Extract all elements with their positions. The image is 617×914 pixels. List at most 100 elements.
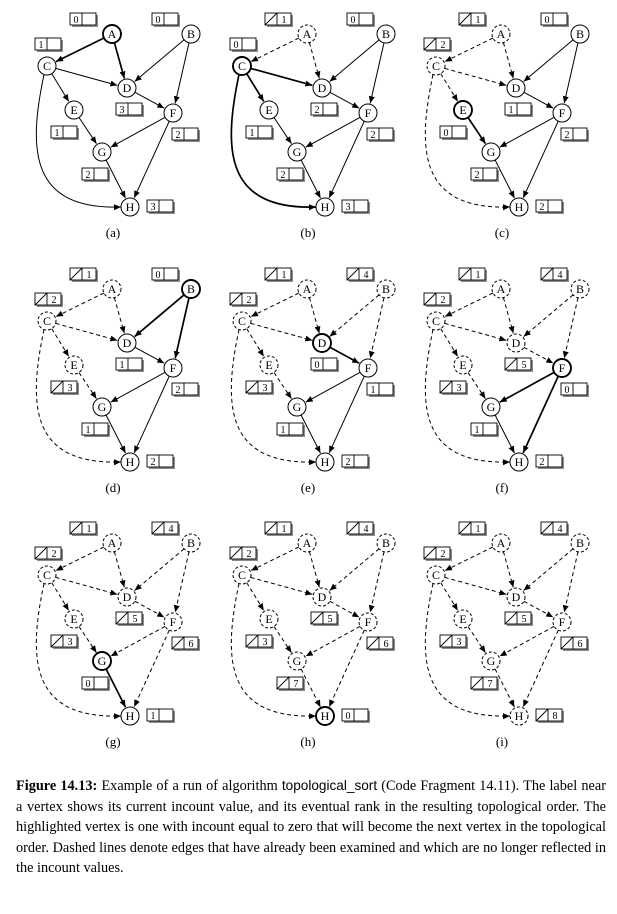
vertex-label: G	[293, 145, 302, 159]
count-box	[69, 267, 97, 281]
vertex	[37, 565, 57, 585]
edge	[502, 297, 515, 334]
edge	[368, 297, 385, 359]
rank-value: 5	[328, 614, 333, 625]
vertex-label: B	[576, 282, 584, 296]
count-box-slash	[229, 546, 243, 560]
edge	[368, 42, 385, 104]
rank-value: 2	[247, 295, 252, 306]
count-box	[146, 454, 174, 468]
count-box-slash	[264, 267, 278, 281]
incount-value: 2	[176, 130, 181, 141]
edge	[329, 346, 360, 364]
incount-value: 2	[315, 105, 320, 116]
vertex-label: C	[432, 568, 440, 582]
vertex-label: D	[123, 336, 132, 350]
vertex-label: A	[497, 536, 506, 550]
vertex-label: F	[559, 106, 566, 120]
edge	[305, 625, 361, 657]
edge	[444, 322, 507, 342]
vertex	[491, 533, 511, 553]
vertex-label: G	[293, 400, 302, 414]
vertex	[92, 651, 112, 671]
vertex-label: C	[238, 568, 246, 582]
count-box-slash	[423, 292, 437, 306]
vertex-label: C	[43, 568, 51, 582]
caption-code: topological_sort	[281, 778, 378, 793]
edge	[133, 375, 170, 454]
edge	[55, 576, 118, 596]
edge	[246, 328, 265, 357]
vertex	[453, 100, 473, 120]
edge	[51, 328, 70, 357]
count-box	[439, 125, 467, 139]
vertex	[259, 355, 279, 375]
count-box	[560, 382, 588, 396]
vertex	[102, 533, 122, 553]
edge	[329, 39, 380, 82]
vertex	[312, 78, 332, 98]
count-box-slash	[346, 267, 360, 281]
edge	[494, 668, 515, 708]
edge	[134, 548, 185, 591]
incount-value: 2	[151, 457, 156, 468]
incount-value: 1	[250, 128, 255, 139]
incount-value: 2	[176, 385, 181, 396]
count-box	[69, 12, 97, 26]
incount-value: 3	[151, 202, 156, 213]
count-box-slash	[470, 676, 484, 690]
count-box-slash	[69, 267, 83, 281]
vertex	[481, 651, 501, 671]
edge	[55, 546, 105, 572]
count-box	[171, 382, 199, 396]
edge	[273, 626, 292, 653]
count-box	[310, 611, 338, 625]
count-box-slash	[264, 521, 278, 535]
rank-value: 2	[52, 549, 57, 560]
count-box	[245, 634, 273, 648]
vertex	[358, 358, 378, 378]
edge	[502, 42, 515, 79]
vertex-label: E	[265, 103, 272, 117]
vertex-label: B	[576, 536, 584, 550]
edge	[368, 551, 385, 613]
count-box	[540, 521, 568, 535]
edge	[499, 625, 555, 657]
rank-value: 7	[294, 679, 299, 690]
vertex	[259, 100, 279, 120]
vertex	[117, 587, 137, 607]
edge	[523, 548, 574, 591]
count-box	[535, 199, 563, 213]
vertex-label: F	[365, 615, 372, 629]
edge	[55, 37, 105, 63]
edge	[134, 294, 185, 338]
vertex-label: H	[321, 455, 330, 469]
vertex	[491, 279, 511, 299]
count-box	[146, 199, 174, 213]
count-box	[115, 102, 143, 116]
count-box-slash	[229, 292, 243, 306]
edge	[35, 583, 122, 720]
count-box-slash	[560, 636, 574, 650]
count-box	[423, 292, 451, 306]
vertex	[64, 609, 84, 629]
count-box-slash	[310, 611, 324, 625]
edge	[250, 37, 300, 63]
count-box	[470, 676, 498, 690]
count-box	[439, 380, 467, 394]
edge	[444, 37, 494, 63]
rank-value: 7	[488, 679, 493, 690]
edge	[300, 668, 321, 708]
vertex	[259, 609, 279, 629]
vertex-label: A	[303, 27, 312, 41]
count-box	[276, 422, 304, 436]
panel-label: (h)	[300, 734, 315, 749]
vertex	[509, 197, 529, 217]
rank-value: 6	[578, 639, 583, 650]
count-box-slash	[50, 380, 64, 394]
vertex	[37, 311, 57, 331]
vertex	[117, 78, 137, 98]
count-box	[151, 267, 179, 281]
